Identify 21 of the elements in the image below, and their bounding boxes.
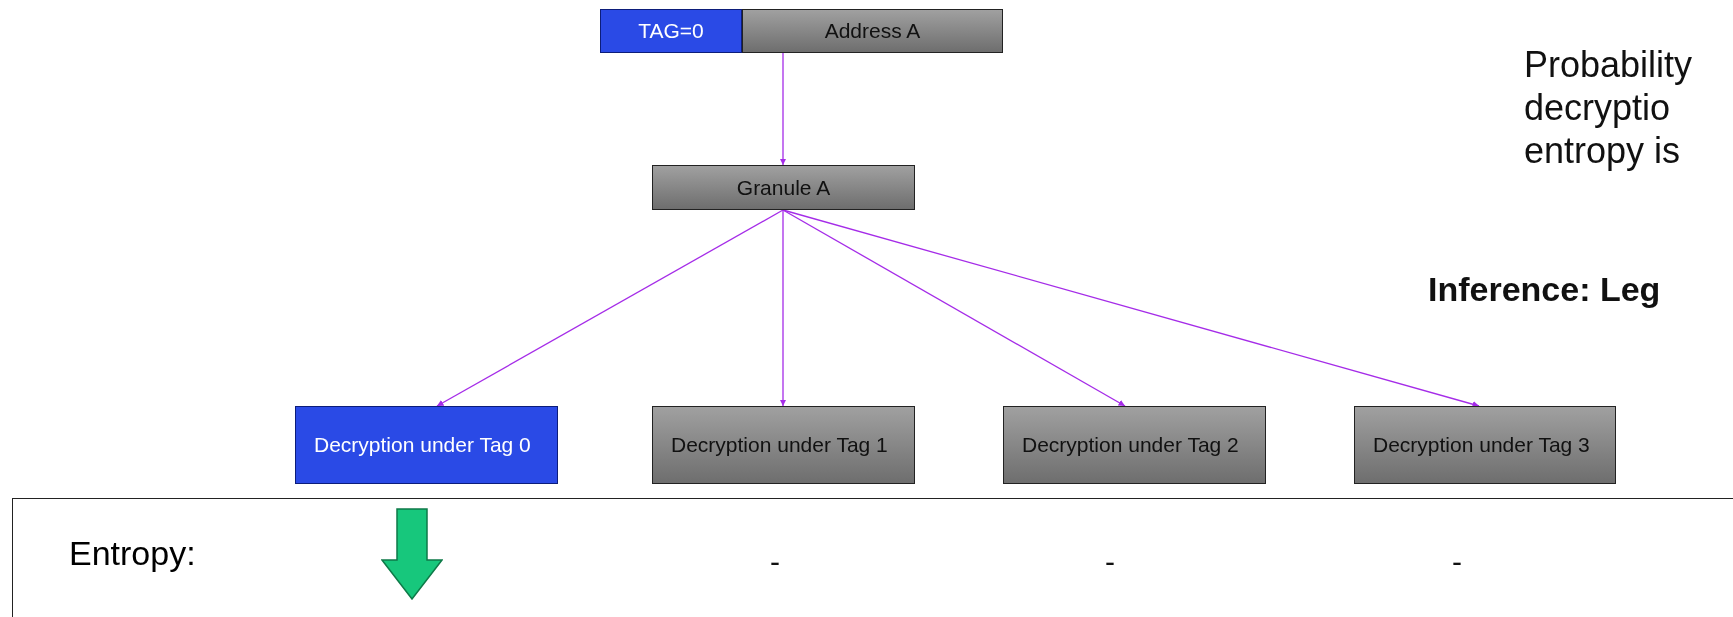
- entropy-row-panel: [12, 498, 1733, 617]
- arrow: [782, 209, 1480, 408]
- arrow: [779, 209, 787, 407]
- row-label: Entropy:: [69, 532, 196, 574]
- dash-mark: -: [770, 545, 780, 579]
- arrow: [779, 52, 787, 166]
- arrow: [436, 209, 784, 407]
- inference-heading: Inference: Leg: [1428, 270, 1661, 309]
- arrow: [782, 209, 1126, 407]
- note-text: decryptio: [1524, 87, 1671, 129]
- note-text: entropy is: [1524, 130, 1681, 172]
- note-text: Probability: [1524, 44, 1693, 86]
- dash-mark: -: [1452, 545, 1462, 579]
- process-box: Decryption under Tag 2: [1003, 406, 1266, 484]
- tag-box: TAG=0: [600, 9, 742, 53]
- process-box: Decryption under Tag 3: [1354, 406, 1616, 484]
- process-box: Granule A: [652, 165, 915, 210]
- process-box: Address A: [742, 9, 1003, 53]
- tag-box: Decryption under Tag 0: [295, 406, 558, 484]
- dash-mark: -: [1105, 545, 1115, 579]
- process-box: Decryption under Tag 1: [652, 406, 915, 484]
